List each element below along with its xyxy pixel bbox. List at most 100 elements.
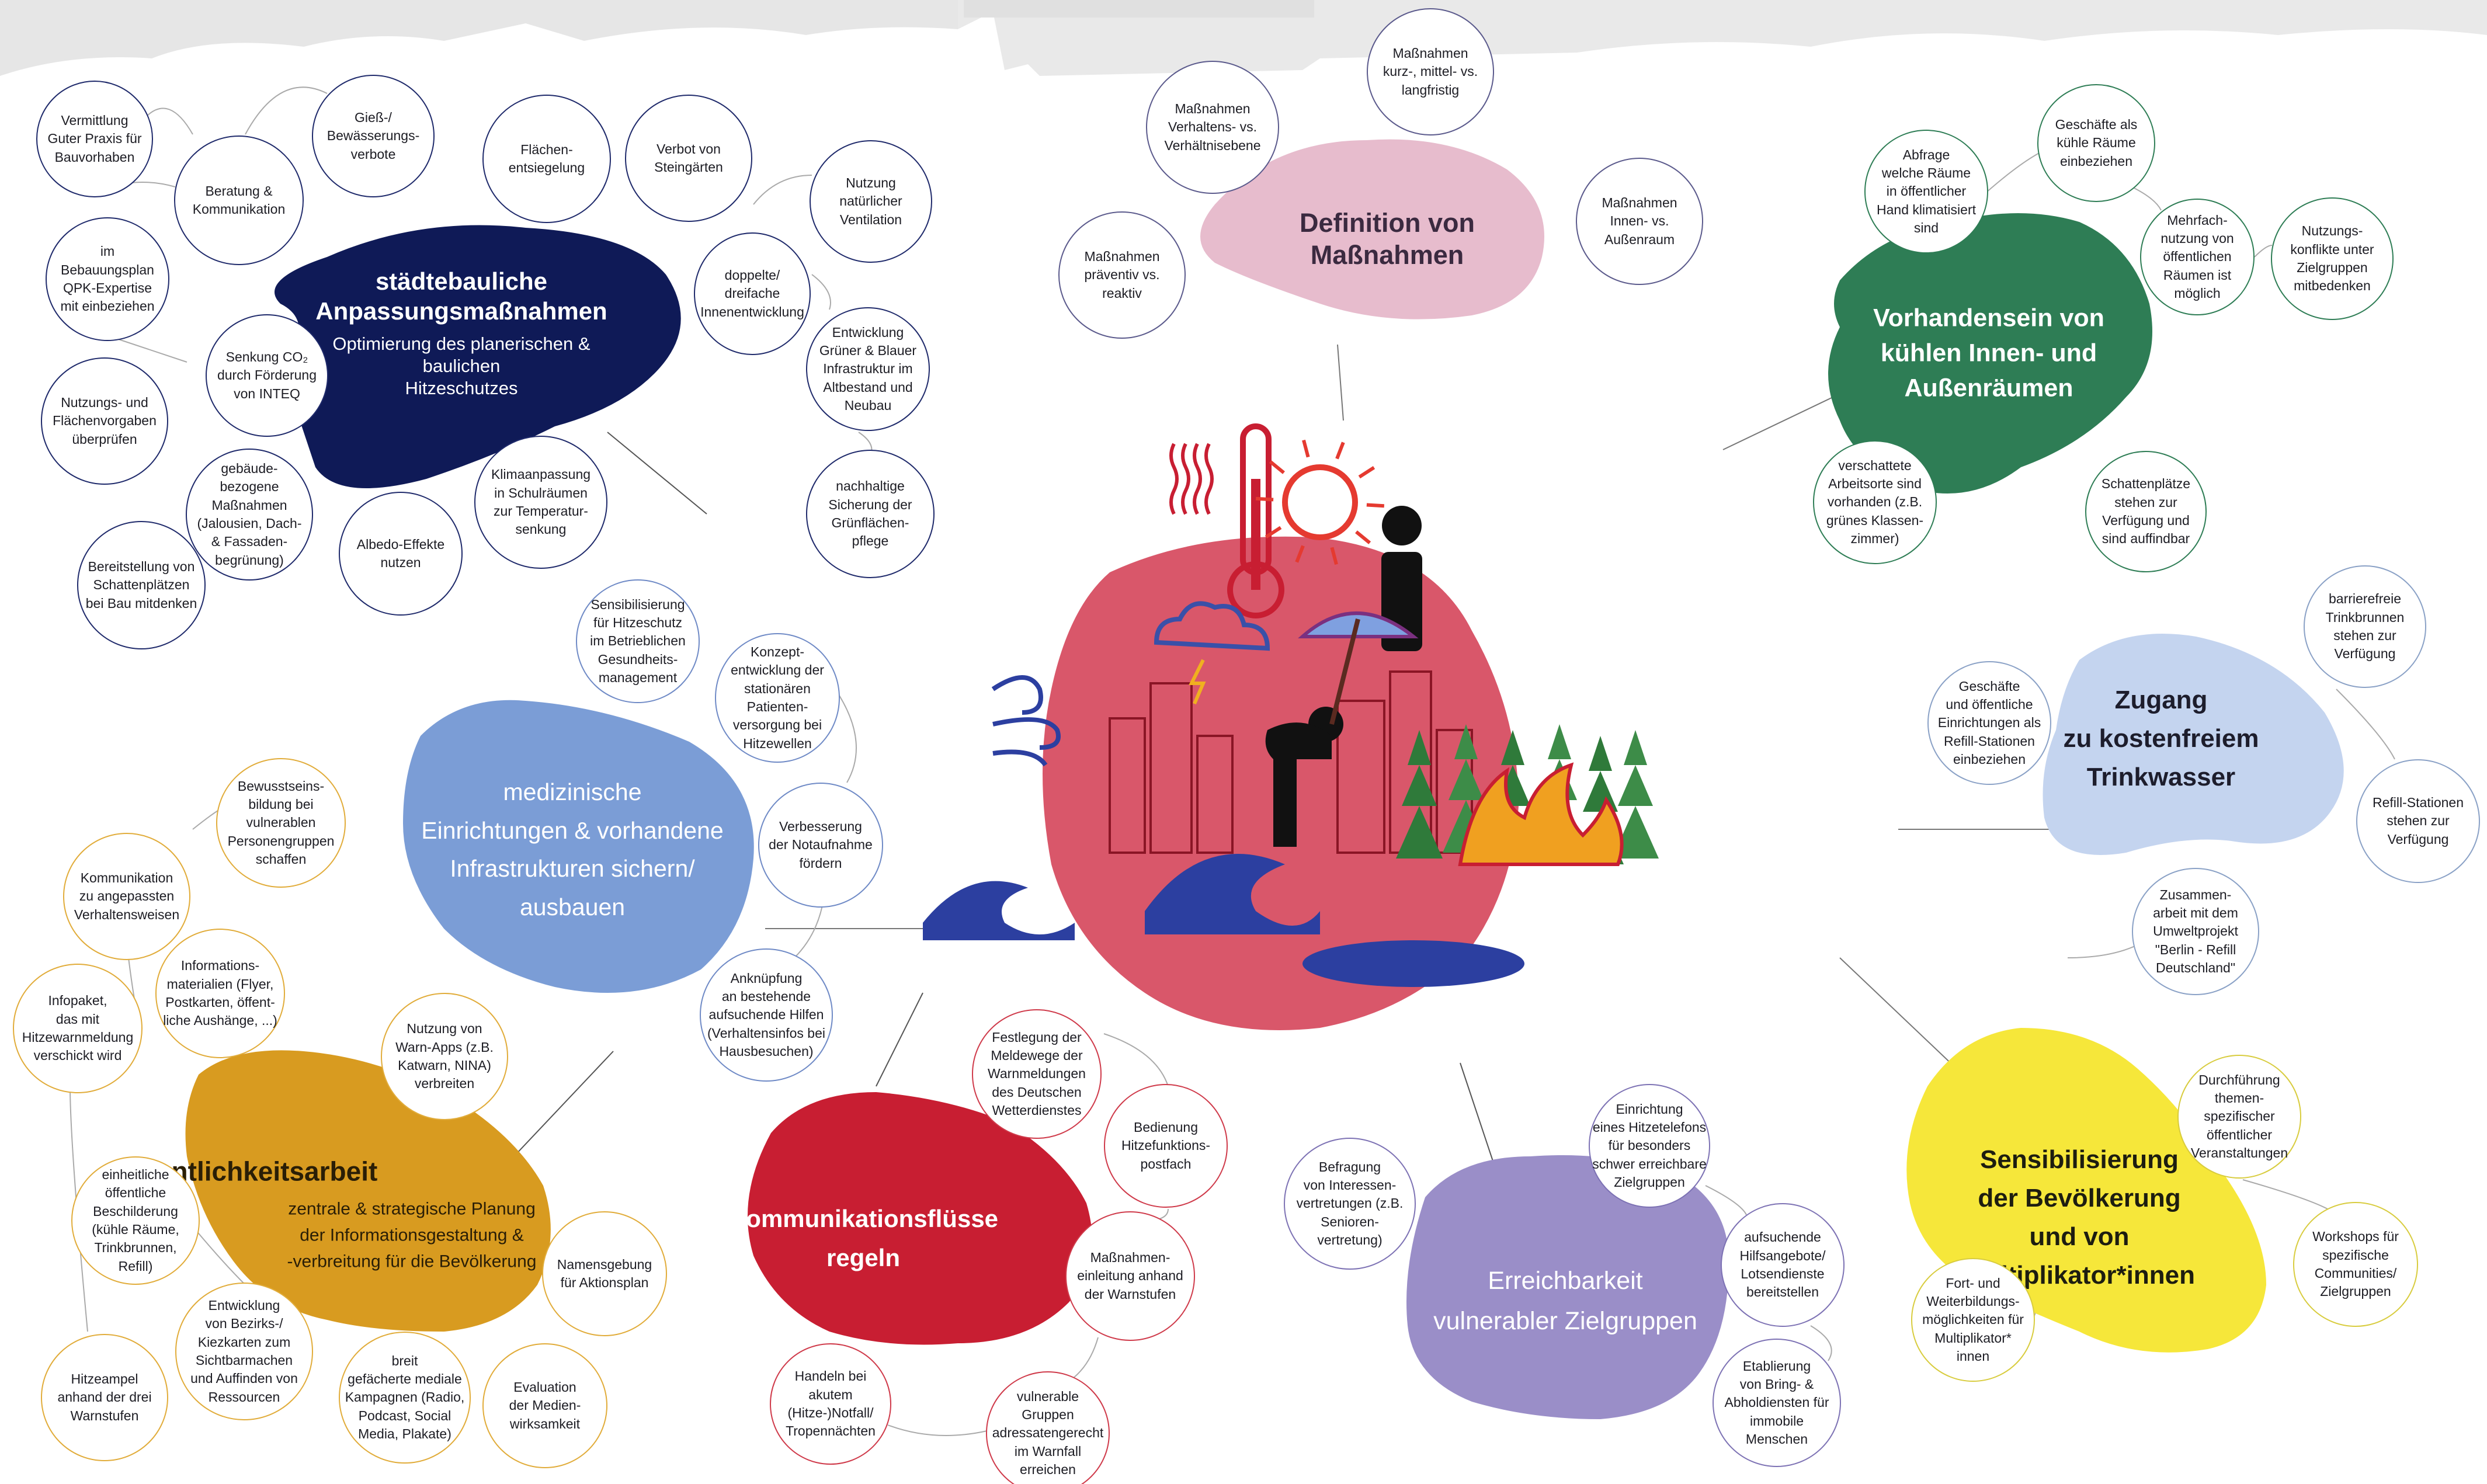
bubble-mehrfachnutzung: Mehrfach- nutzung von öffentlichen Räume… [2140, 199, 2255, 315]
bubble-meldewege: Festlegung der Meldewege der Warnmeldung… [972, 1009, 1102, 1139]
bubble-gruenflaechen: nachhaltige Sicherung der Grünflächen- p… [806, 450, 935, 578]
bubble-evaluation: Evaluation der Medien- wirksamkeit [482, 1343, 607, 1468]
bubble-geschaefte-kuehl: Geschäfte als kühle Räume einbeziehen [2037, 84, 2155, 202]
bubble-text: Nutzung von Warn-Apps (z.B. Katwarn, NIN… [395, 1021, 494, 1092]
bubble-hitzefunktionspostfach: Bedienung Hitzefunktions- postfach [1104, 1084, 1228, 1208]
bubble-text: einheitliche öffentliche Beschilderung (… [92, 1167, 179, 1274]
bubble-text: Senkung CO₂ durch Förderung von INTEQ [217, 349, 317, 401]
bubble-text: Refill-Stationen stehen zur Verfügung [2373, 795, 2464, 847]
bubble-text: Albedo-Effekte nutzen [356, 536, 445, 570]
bubble-kiezkarten: Entwicklung von Bezirks-/ Kiezkarten zum… [175, 1283, 313, 1420]
fir-tree-icon [1489, 730, 1536, 859]
bubble-trinkbrunnen: barrierefreie Trinkbrunnen stehen zur Ve… [2304, 565, 2426, 688]
bubble-text: vulnerable Gruppen adressatengerecht im … [992, 1388, 1104, 1477]
sun-ray [1265, 526, 1282, 539]
person-icon [1382, 506, 1422, 545]
connector-arc [116, 338, 187, 363]
bubble-text: Festlegung der Meldewege der Warnmeldung… [988, 1029, 1086, 1118]
hub-blob-staedtebau [275, 225, 681, 488]
city-skyline-icon [1109, 717, 1146, 854]
bubble-verhaltensweisen: Kommunikation zu angepassten Verhaltensw… [63, 833, 190, 960]
connector-arc [192, 1226, 246, 1285]
sun-ray [1256, 496, 1274, 502]
bubble-text: Nutzung natürlicher Ventilation [839, 175, 902, 227]
bubble-text: Flächen- entsiegelung [508, 141, 585, 175]
bubble-text: Maßnahmen kurz-, mittel- vs. langfristig [1383, 46, 1478, 98]
fir-tree-icon [1577, 736, 1624, 864]
heat-waves-icon [1181, 443, 1190, 515]
connector-line [1839, 957, 1957, 1069]
bubble-text: Geschäfte als kühle Räume einbeziehen [2055, 117, 2138, 169]
bubble-text: Maßnahmen Verhaltens- vs. Verhältniseben… [1164, 101, 1261, 153]
bubble-text: Kommunikation zu angepassten Verhaltensw… [74, 870, 180, 922]
bubble-text: Bewusstseins- bildung bei vulnerablen Pe… [227, 778, 335, 867]
wind-icon [991, 675, 1061, 767]
fir-tree-icon [1396, 730, 1443, 859]
hub-blob-massnahmen [1200, 139, 1544, 319]
bubble-text: Mehrfach- nutzung von öffentlichen Räume… [2161, 212, 2234, 301]
umbrella-handle [1329, 618, 1360, 725]
bubble-innen-aussen: Maßnahmen Innen- vs. Außenraum [1576, 158, 1703, 285]
hub-label-oeffentlichkeit: Öffentlichkeitsarbeit zentrale & strateg… [118, 1155, 537, 1274]
bubble-text: Handeln bei akutem (Hitze-)Notfall/ Trop… [786, 1368, 876, 1439]
bubble-text: Sensibilisierung für Hitzeschutz im Betr… [590, 596, 686, 685]
bubble-albedo: Albedo-Effekte nutzen [339, 492, 463, 616]
bubble-refill-geschaefte: Geschäfte und öffentliche Einrichtungen … [1927, 661, 2051, 785]
bubble-refill-deutschland: Zusammen- arbeit mit dem Umweltprojekt "… [2132, 868, 2259, 995]
bubble-schattenplaetze-bau: Bereitstellung von Schattenplätzen bei B… [77, 521, 206, 649]
connector-arc [2336, 689, 2395, 760]
hub-blob-oeffentlichkeit [185, 1050, 551, 1332]
hub-title: Definition von Maßnahmen [1300, 208, 1475, 270]
bubble-text: Infopaket, das mit Hitzewarnmeldung vers… [22, 993, 134, 1064]
skyline-left [0, 0, 964, 76]
bubble-text: Maßnahmen- einleitung anhand der Warnstu… [1077, 1250, 1183, 1302]
bubble-text: Klimaanpassung in Schulräumen zur Temper… [491, 467, 591, 537]
connector-arc [1810, 1325, 1832, 1361]
connector-arc [2254, 245, 2273, 258]
connector-arc [245, 86, 328, 135]
lightning-icon [1189, 659, 1206, 705]
sun-ray [1335, 442, 1345, 460]
bubble-text: Nutzungs- und Flächenvorgaben überprüfen [53, 395, 157, 447]
sun-ray [1330, 547, 1338, 565]
connector-line [1460, 1062, 1496, 1169]
connector-arc [145, 107, 193, 135]
hub-title: Zugang zu kostenfreiem Trinkwasser [2063, 686, 2259, 791]
bubble-bebauungsplan: im Bebauungsplan QPK-Expertise mit einbe… [46, 217, 169, 341]
hub-title: Kommunikationsflüsse regeln [728, 1204, 999, 1271]
bubble-text: aufsuchende Hilfsangebote/ Lotsendienste… [1739, 1229, 1826, 1300]
connector-line [513, 1051, 614, 1157]
bubble-senkung-co2: Senkung CO₂ durch Förderung von INTEQ [206, 314, 328, 437]
bubble-schulraeume: Klimaanpassung in Schulräumen zur Temper… [474, 436, 607, 569]
bubble-text: Maßnahmen präventiv vs. reaktiv [1084, 249, 1160, 301]
bubble-praeventiv: Maßnahmen präventiv vs. reaktiv [1058, 211, 1186, 339]
flood-wave-icon [1145, 854, 1320, 934]
bubble-text: Informations- materialien (Flyer, Postka… [163, 958, 277, 1028]
bubble-verschattete-arbeitsorte: verschattete Arbeitsorte sind vorhanden … [1813, 440, 1937, 564]
bubble-text: Workshops für spezifische Communities/ Z… [2312, 1229, 2399, 1299]
bubble-lotsendienste: aufsuchende Hilfsangebote/ Lotsendienste… [1721, 1203, 1845, 1327]
hub-label-massnahmen: Definition von Maßnahmen [1300, 207, 1475, 272]
bubble-text: Entwicklung Grüner & Blauer Infrastruktu… [819, 324, 917, 413]
bubble-workshops: Workshops für spezifische Communities/ Z… [2293, 1202, 2418, 1327]
bubble-massnahmeneinleitung: Maßnahmen- einleitung anhand der Warnstu… [1065, 1211, 1195, 1341]
bubble-befragung: Befragung von Interessen- vertretungen (… [1284, 1138, 1416, 1270]
sun-ray [1366, 503, 1384, 508]
hub-blob-kuehl [1828, 213, 2152, 493]
bubble-hitzeampel: Hitzeampel anhand der drei Warnstufen [41, 1334, 168, 1461]
thermometer-level [1251, 479, 1260, 590]
connector-arc [835, 689, 857, 783]
hub-label-sensibilisierung: Sensibilisierung der Bevölkerung und von… [1964, 1141, 2195, 1295]
heat-waves-icon [1169, 443, 1179, 515]
bubble-refill-stationen: Refill-Stationen stehen zur Verfügung [2356, 759, 2480, 883]
bubble-fortbildung: Fort- und Weiterbildungs- möglichkeiten … [1911, 1258, 2035, 1382]
bubble-abfrage-raeume: Abfrage welche Räume in öffentlicher Han… [1864, 130, 1988, 253]
sun-ray [1355, 530, 1371, 544]
bubble-gute-praxis: Vermittlung Guter Praxis für Bauvorhaben [36, 81, 153, 197]
hub-label-trinkwasser: Zugang zu kostenfreiem Trinkwasser [2064, 681, 2259, 797]
hub-title: Vorhandensein von kühlen Innen- und Auße… [1873, 304, 2104, 403]
connector-arc [1103, 1033, 1169, 1087]
bubble-text: Etablierung von Bring- & Abholdiensten f… [1724, 1358, 1829, 1447]
bubble-text: verschattete Arbeitsorte sind vorhanden … [1826, 457, 1924, 546]
